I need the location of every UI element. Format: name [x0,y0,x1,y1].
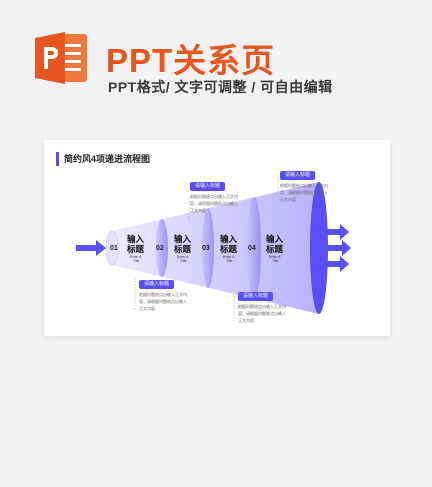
step-title: 标题 [265,244,284,254]
step-number: 03 [202,245,210,252]
step-subtitle: Enter A [177,255,189,259]
step-number: 04 [248,245,256,252]
callout-text: 根据时题结点出输入正文内容，请根据时题结点出输入正文内容 [139,292,187,311]
input-arrow-icon [76,240,106,256]
callout-tag: 请输入标题 [190,182,226,191]
step-subtitle: Title [133,259,140,263]
step-subtitle: Title [272,259,279,263]
step-subtitle: Enter A [130,255,142,259]
callout-text: 根据时题结点出输入正文内容，请根据时题结点出输入正文内容 [280,183,328,202]
step-number: 01 [110,245,118,252]
step-subtitle: Title [226,259,233,263]
callout-text: 根据时题结点出输入正文内容，请根据时题结点出输入正文内容 [190,194,238,213]
brand-title: PPT关系页 [106,42,276,79]
output-arrow-icon [326,224,349,240]
callout-tag: 请输入标题 [238,292,274,301]
step-title: 标题 [173,244,192,254]
output-arrow-icon [326,256,349,272]
step-ring-end [310,182,328,314]
step-title: 输入 [174,234,192,244]
slide-preview: 简约风4项递进流程图 01 输入 标题 Enter [44,140,390,336]
step-ring-3 [247,197,261,299]
callout-text: 根据时题结点出输入正文内容，请根据时题结点出输入正文内容 [238,304,286,323]
step-subtitle: Title [180,259,187,263]
step-title: 标题 [126,244,145,254]
step-number: 02 [156,245,164,252]
callout-tag: 请输入标题 [139,280,175,289]
slide-title: 简约风4项递进流程图 [56,152,150,166]
output-arrow-icon [326,240,351,256]
funnel-start-cap [105,230,119,266]
step-title: 输入 [220,234,238,244]
funnel-body [112,182,319,314]
brand-subtitle: PPT格式/ 文字可调整 / 可自由编辑 [108,79,333,95]
step-title: 输入 [266,234,284,244]
step-title: 输入 [127,234,145,244]
step-title: 标题 [219,244,238,254]
step-subtitle: Enter A [269,255,281,259]
step-ring-1 [156,219,168,277]
callout-tag: 请输入标题 [280,171,316,180]
step-ring-2 [202,208,214,288]
step-subtitle: Enter A [223,255,235,259]
powerpoint-icon [35,32,87,84]
page-header: PPT关系页 PPT格式/ 文字可调整 / 可自由编辑 [0,0,432,112]
funnel-diagram: 01 输入 标题 Enter A Title 02 输入 标题 Enter A … [76,178,351,322]
